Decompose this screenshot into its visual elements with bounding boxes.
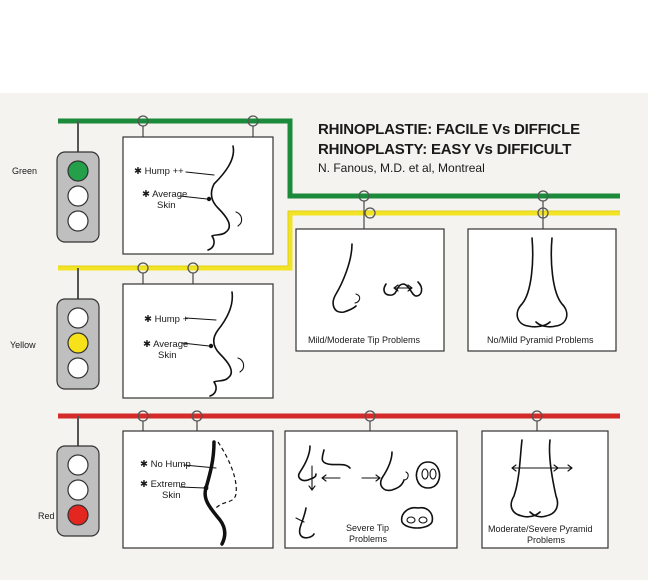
card-severe-tip-problems: Severe Tip Problems: [284, 430, 458, 549]
card-mild-tip-problems: Mild/Moderate Tip Problems: [295, 228, 445, 352]
card-red-profile: ✱ No Hump ✱ Extreme Skin: [122, 430, 274, 549]
card-green-profile: ✱ Hump ++ ✱ Average Skin: [122, 136, 274, 255]
skin-label-yellow-2: Skin: [158, 350, 176, 361]
caption-mild-tip: Mild/Moderate Tip Problems: [308, 335, 421, 345]
skin-label-green-1: ✱ Average: [142, 189, 187, 200]
traffic-light-red: [56, 416, 100, 537]
hump-label-green: ✱ Hump ++: [134, 166, 184, 177]
yellow-light-lit: [67, 332, 89, 354]
traffic-light-yellow: [56, 268, 100, 390]
card-yellow-profile: ✱ Hump + ✱ Average Skin: [122, 283, 274, 399]
title-english: RHINOPLASTY: EASY Vs DIFFICULT: [318, 141, 571, 158]
hump-label-red: ✱ No Hump: [140, 459, 191, 470]
light-label-red: Red: [38, 511, 55, 521]
traffic-light-green: [56, 121, 100, 243]
card-severe-pyramid: Moderate/Severe Pyramid Problems: [481, 430, 609, 549]
caption-severe-pyramid-1: Moderate/Severe Pyramid: [488, 524, 593, 534]
skin-label-red-1: ✱ Extreme: [140, 479, 186, 490]
yellow-wire: [58, 210, 620, 271]
caption-severe-tip-1: Severe Tip: [346, 523, 389, 533]
title-french: RHINOPLASTIE: FACILE Vs DIFFICLE: [318, 121, 580, 138]
hump-label-yellow: ✱ Hump +: [144, 314, 189, 325]
caption-severe-tip-2: Problems: [349, 534, 388, 544]
card-no-mild-pyramid: No/Mild Pyramid Problems: [467, 228, 617, 352]
caption-no-mild-pyramid: No/Mild Pyramid Problems: [487, 335, 594, 345]
light-label-green: Green: [12, 166, 37, 176]
author-line: N. Fanous, M.D. et al, Montreal: [318, 161, 485, 175]
skin-label-yellow-1: ✱ Average: [143, 339, 188, 350]
skin-label-red-2: Skin: [162, 490, 180, 501]
green-wire: [58, 118, 620, 199]
light-label-yellow: Yellow: [10, 340, 36, 350]
skin-label-green-2: Skin: [157, 200, 175, 211]
caption-severe-pyramid-2: Problems: [527, 535, 566, 545]
green-light-lit: [67, 160, 89, 182]
red-light-lit: [67, 504, 89, 526]
